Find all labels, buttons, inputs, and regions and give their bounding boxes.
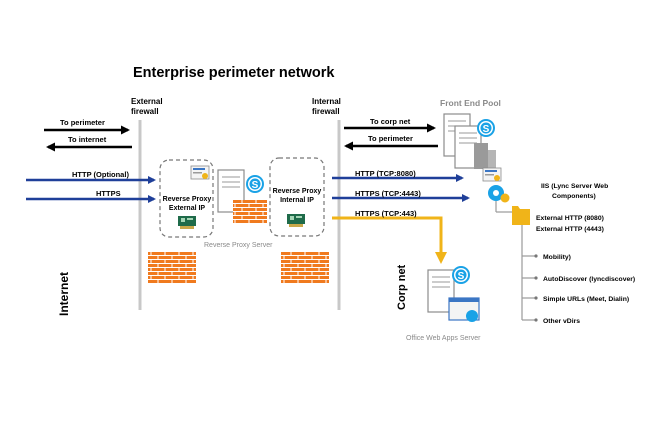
corp-net-label: Corp net (396, 264, 408, 310)
skype-icon (477, 119, 495, 137)
vdir-simple-urls: Simple URLs (Meet, Dialin) (543, 296, 629, 303)
https-label: HTTPS (96, 189, 121, 198)
http-8080-label: HTTP (TCP:8080) (355, 169, 416, 178)
network-card-icon (287, 214, 305, 227)
internal-firewall-bricks (281, 251, 329, 283)
vdir-other: Other vDirs (543, 318, 580, 325)
external-firewall-label-2: firewall (131, 107, 159, 116)
reverse-proxy-internal-label-2: Internal IP (280, 197, 314, 204)
internal-firewall-label: Internal (312, 97, 341, 106)
vdir-branches (522, 255, 536, 321)
iis-label-2: Components) (552, 193, 596, 200)
front-end-pool-label: Front End Pool (440, 98, 501, 108)
internet-label: Internet (57, 272, 71, 316)
vdir-mobility: Mobility) (543, 254, 571, 261)
to-perimeter-right-label: To perimeter (368, 134, 413, 143)
http-optional-label: HTTP (Optional) (72, 170, 129, 179)
reverse-proxy-internal-label-1: Reverse Proxy (273, 188, 322, 195)
https-443-label: HTTPS (TCP:443) (355, 209, 417, 218)
reverse-proxy-internal-box (269, 157, 325, 237)
https-4443-label: HTTPS (TCP:4443) (355, 189, 421, 198)
external-http-8080-label: External HTTP (8080) (536, 215, 604, 222)
skype-icon (452, 266, 470, 284)
reverse-proxy-server-label: Reverse Proxy Server (204, 242, 273, 249)
office-web-apps-server-label: Office Web Apps Server (406, 335, 481, 342)
diagram-title: Enterprise perimeter network (133, 65, 335, 81)
web-apps-icon (448, 297, 480, 322)
vdir-autodiscover: AutoDiscover (lyncdiscover) (543, 276, 635, 283)
firewall-icon (233, 200, 267, 224)
reverse-proxy-external-box (159, 159, 214, 238)
internal-firewall-label-2: firewall (312, 107, 340, 116)
external-firewall-bricks (148, 251, 196, 283)
to-perimeter-left-label: To perimeter (60, 118, 105, 127)
iis-label-1: IIS (Lync Server Web (541, 183, 608, 190)
vdir-bullets (534, 254, 538, 322)
to-corp-net-label: To corp net (370, 117, 411, 126)
reverse-proxy-external-label-1: Reverse Proxy (163, 196, 212, 203)
external-firewall-label: External (131, 97, 163, 106)
gear-icon (488, 185, 510, 203)
external-http-4443-label: External HTTP (4443) (536, 226, 604, 233)
https-443-arrow (332, 216, 447, 264)
certificate-icon (190, 165, 210, 180)
certificate-icon (482, 167, 502, 182)
reverse-proxy-external-label-2: External IP (169, 205, 206, 212)
folder-icon (512, 206, 530, 225)
skype-icon (246, 175, 264, 193)
network-card-icon (178, 216, 196, 229)
building-icon (474, 143, 496, 169)
to-internet-label: To internet (68, 135, 107, 144)
